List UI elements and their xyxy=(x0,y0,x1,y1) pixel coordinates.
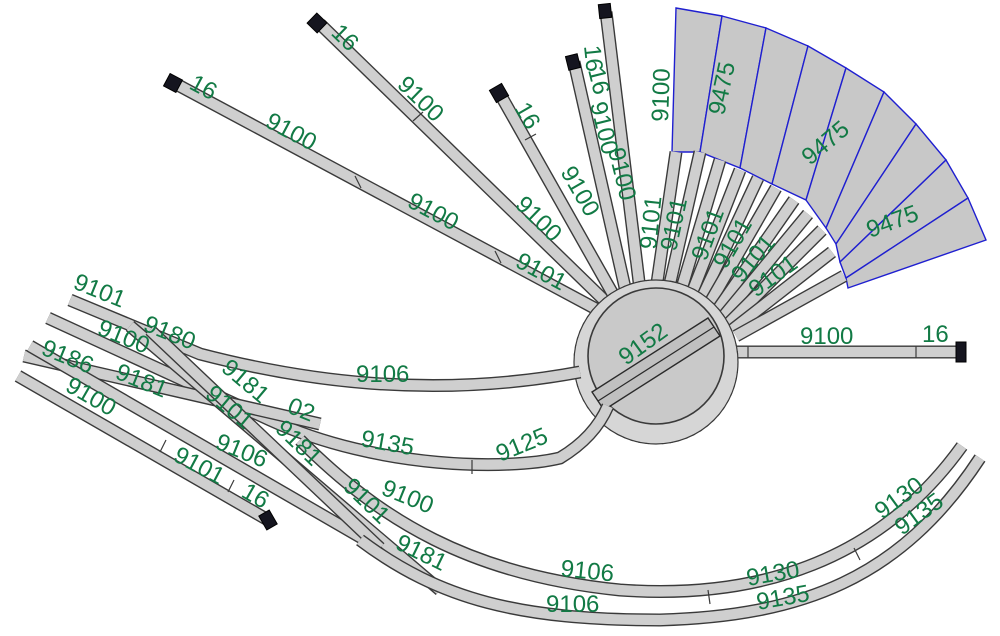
label-radial-top-buffer: 16 xyxy=(578,44,608,73)
label-shed-partial: 9100 xyxy=(647,68,676,122)
label-east-track: 9100 xyxy=(800,323,853,350)
buffer-icon xyxy=(955,341,967,363)
engine-shed[interactable] xyxy=(671,7,987,289)
radial-tracks xyxy=(172,11,960,359)
buffer-icon xyxy=(258,509,278,531)
label-radial-short-buffer: 16 xyxy=(582,65,615,97)
buffer-icon xyxy=(488,82,510,104)
east-track[interactable] xyxy=(720,345,960,359)
radial-stubs[interactable] xyxy=(649,150,848,342)
buffer-icon xyxy=(597,2,613,20)
label-bottom-b: 9106 xyxy=(546,591,599,618)
label-east-buffer: 16 xyxy=(922,321,949,348)
shed-bay-9[interactable] xyxy=(845,196,987,289)
label-curve-upper: 9106 xyxy=(356,361,409,388)
buffer-icon xyxy=(162,72,184,94)
curved-tracks[interactable] xyxy=(45,293,614,474)
bottom-curves[interactable] xyxy=(295,435,986,627)
buffers xyxy=(162,2,967,531)
left-yard[interactable] xyxy=(14,321,445,595)
label-radial-stub-1: 9101 xyxy=(635,195,667,251)
turntable[interactable] xyxy=(573,279,739,445)
radial-track-mid[interactable] xyxy=(494,90,620,300)
radial-track-long-2[interactable] xyxy=(315,19,611,307)
radial-track-long-1[interactable] xyxy=(172,78,602,316)
track-labels: 9152 9475 9475 9475 9100 16 9100 9100 91… xyxy=(38,19,949,618)
label-bottom-a: 9106 xyxy=(559,555,615,587)
buffer-icon xyxy=(564,53,582,71)
radial-track-short[interactable] xyxy=(567,60,633,294)
buffer-icon xyxy=(306,12,328,34)
radial-track-top[interactable] xyxy=(599,11,647,291)
label-radial-long-2-buffer: 16 xyxy=(326,19,364,57)
